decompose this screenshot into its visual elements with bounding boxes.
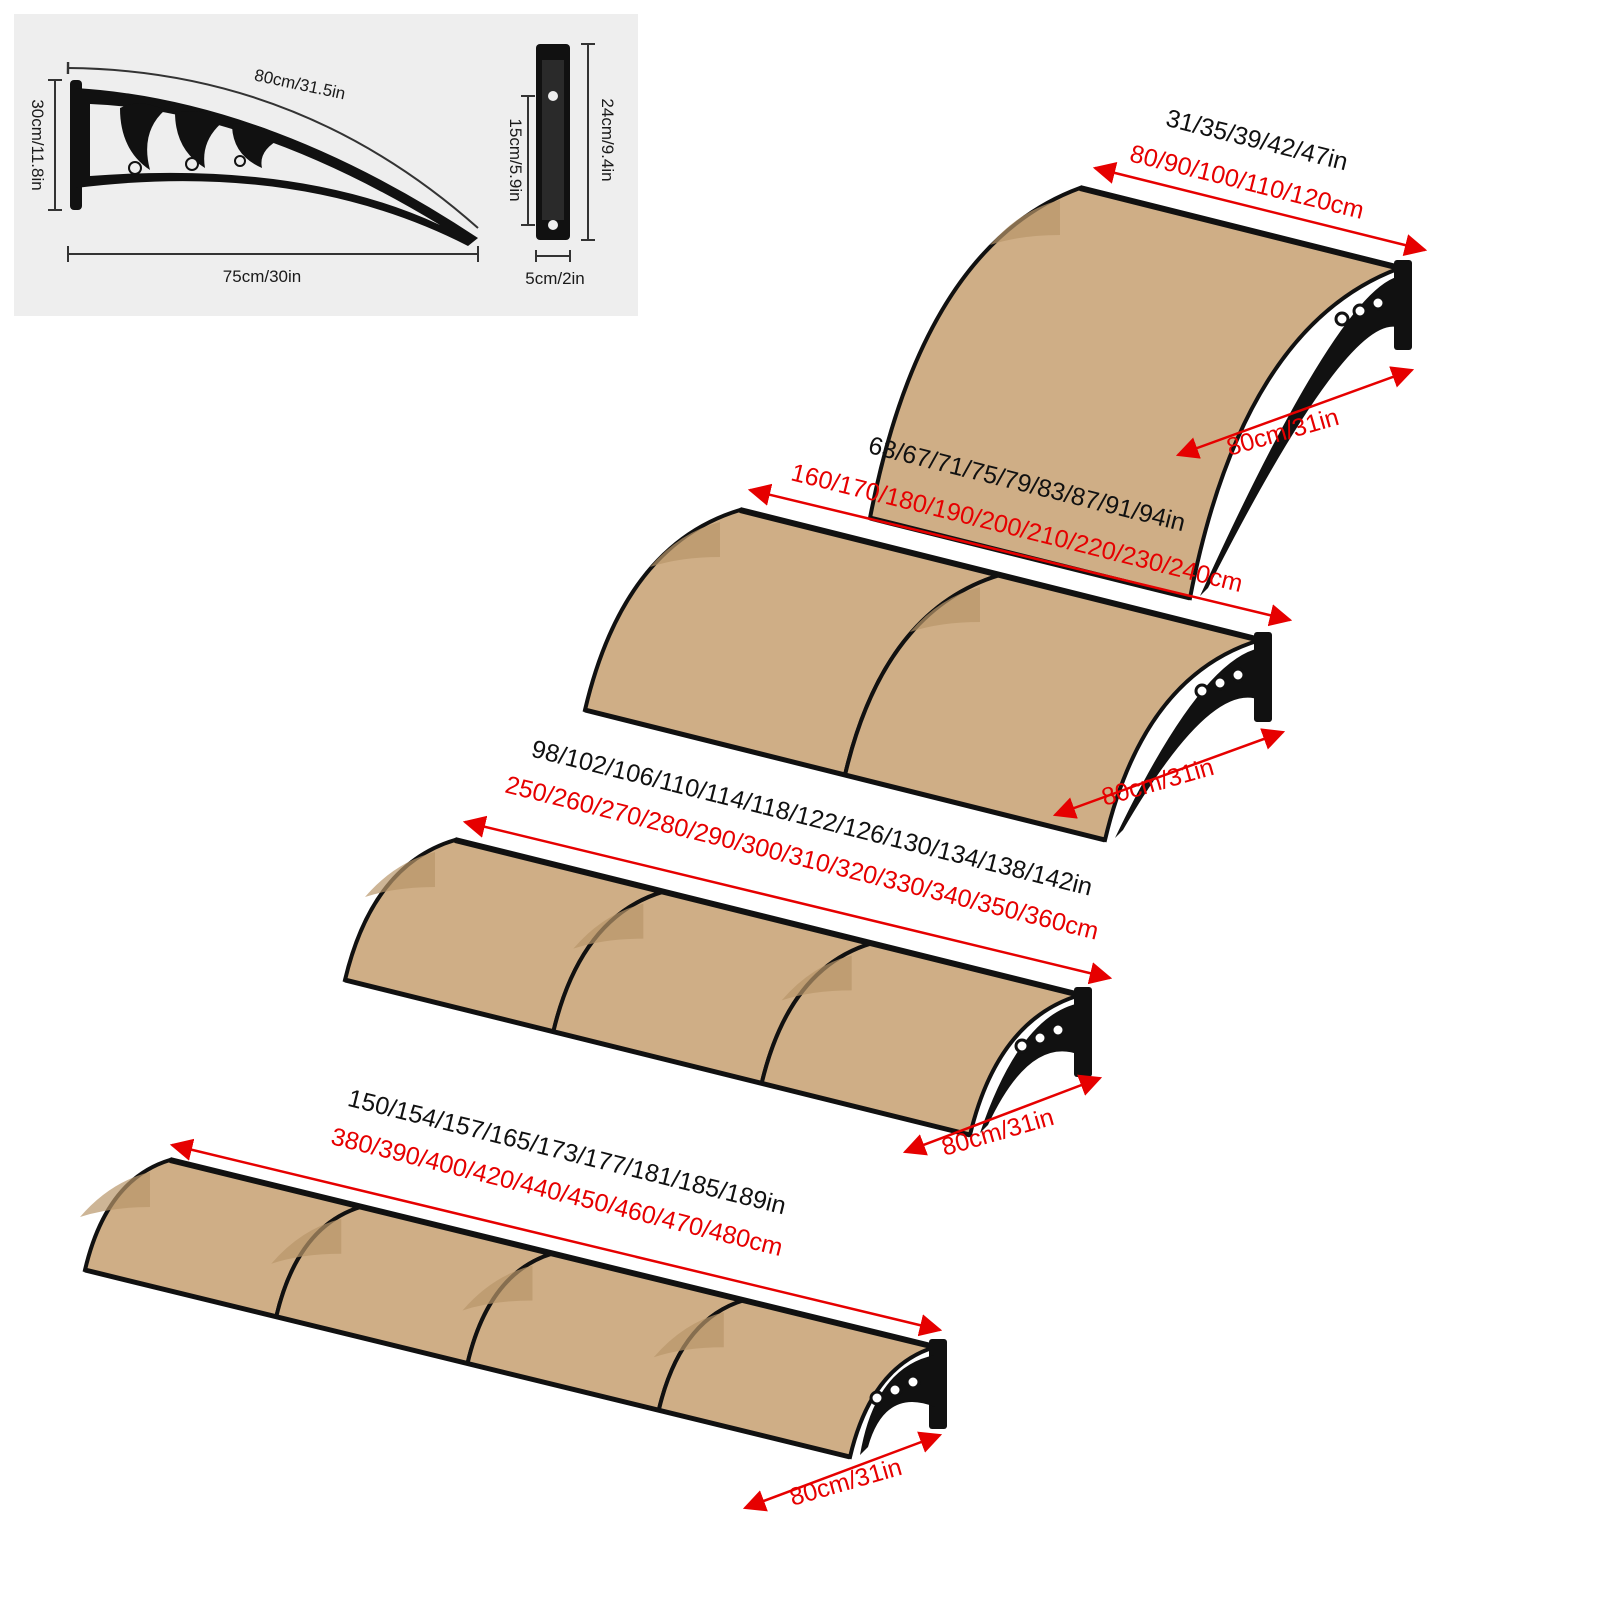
awning-3-bracket-shadow [365, 852, 435, 897]
awning-2-bracket-icon [1115, 632, 1272, 838]
awning-4-depth: 80cm/31in [786, 1453, 905, 1512]
awning-4-bracket-icon [860, 1339, 947, 1455]
awning-3-bracket-icon [980, 987, 1092, 1133]
awning-3 [342, 815, 1113, 1156]
awning-4-depth-arrow [742, 1431, 943, 1512]
awning-2 [582, 483, 1293, 843]
awning-2-bracket-shadow [650, 522, 720, 567]
plate-width-label: 5cm/2in [525, 269, 585, 288]
bracket-icon [70, 80, 478, 246]
awning-4-length-arrow [169, 1138, 943, 1337]
awning-4-bracket-shadow [80, 1172, 150, 1217]
plate-hole-spacing-label: 15cm/5.9in [506, 118, 525, 201]
awning-3-front-rail [344, 977, 971, 1138]
awning-3-length-arrow [462, 815, 1113, 985]
mounting-plate-icon [536, 44, 570, 240]
bracket-height-label: 30cm/11.8in [28, 99, 47, 190]
awning-2-length-arrow [747, 483, 1293, 627]
awning-1-bracket-shadow [990, 200, 1060, 245]
awning-4 [80, 1138, 947, 1512]
plate-height-label: 24cm/9.4in [598, 98, 617, 181]
bracket-arc-dimension-line [66, 61, 479, 229]
awning-2-depth-arrow [1052, 728, 1286, 819]
awning-1-depth-arrow [1175, 366, 1415, 459]
awning-variants [80, 161, 1428, 1512]
awning-1 [867, 161, 1428, 601]
bracket-spec-inset: 80cm/31.5in 30cm/11.8in 75cm/30in 24cm/9… [14, 14, 638, 316]
bracket-depth-label: 75cm/30in [223, 267, 301, 286]
awning-1-length-arrow [1092, 161, 1428, 257]
